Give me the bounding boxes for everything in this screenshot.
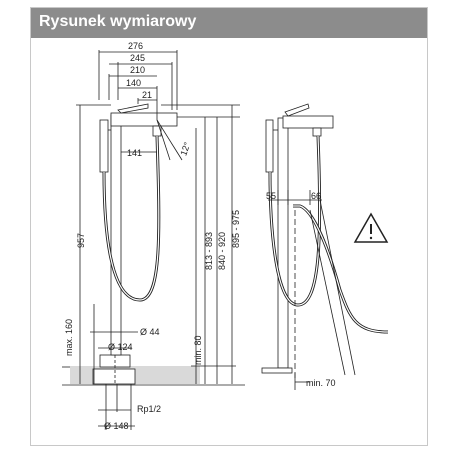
panel-title: Rysunek wymiarowy bbox=[39, 13, 197, 30]
dim-210: 210 bbox=[130, 65, 145, 75]
warning-triangle-icon bbox=[353, 212, 389, 243]
dim-245: 245 bbox=[130, 53, 145, 63]
panel-header: Rysunek wymiarowy bbox=[31, 8, 427, 38]
dim-276: 276 bbox=[128, 41, 143, 51]
base-connection bbox=[92, 368, 136, 385]
dim-d124: Ø 124 bbox=[108, 342, 133, 352]
dim-55: 55 bbox=[266, 191, 276, 201]
dim-813-893: 813 - 893 bbox=[204, 232, 214, 270]
dim-d148: Ø 148 bbox=[104, 421, 129, 431]
dim-rp: Rp1/2 bbox=[137, 404, 161, 414]
dim-min80: min. 80 bbox=[193, 335, 203, 365]
side-spout bbox=[282, 115, 334, 129]
dim-d44: Ø 44 bbox=[140, 327, 160, 337]
dim-66: 66 bbox=[311, 191, 321, 201]
dim-max160: max. 160 bbox=[64, 319, 74, 356]
dim-840-920: 840 - 920 bbox=[217, 232, 227, 270]
faucet-column bbox=[110, 114, 122, 356]
spout-arm bbox=[110, 112, 178, 127]
dim-140: 140 bbox=[126, 78, 141, 88]
side-column bbox=[277, 117, 289, 369]
lever-handle bbox=[117, 103, 149, 114]
dim-21: 21 bbox=[142, 90, 152, 100]
dim-895-975: 895 - 975 bbox=[231, 210, 241, 248]
dim-min70: min. 70 bbox=[306, 378, 336, 388]
dim-angle: 12° bbox=[178, 140, 192, 157]
side-hand-shower bbox=[265, 119, 274, 173]
dim-957: 957 bbox=[76, 233, 86, 248]
hand-shower bbox=[99, 119, 109, 173]
dim-141: 141 bbox=[127, 148, 142, 158]
